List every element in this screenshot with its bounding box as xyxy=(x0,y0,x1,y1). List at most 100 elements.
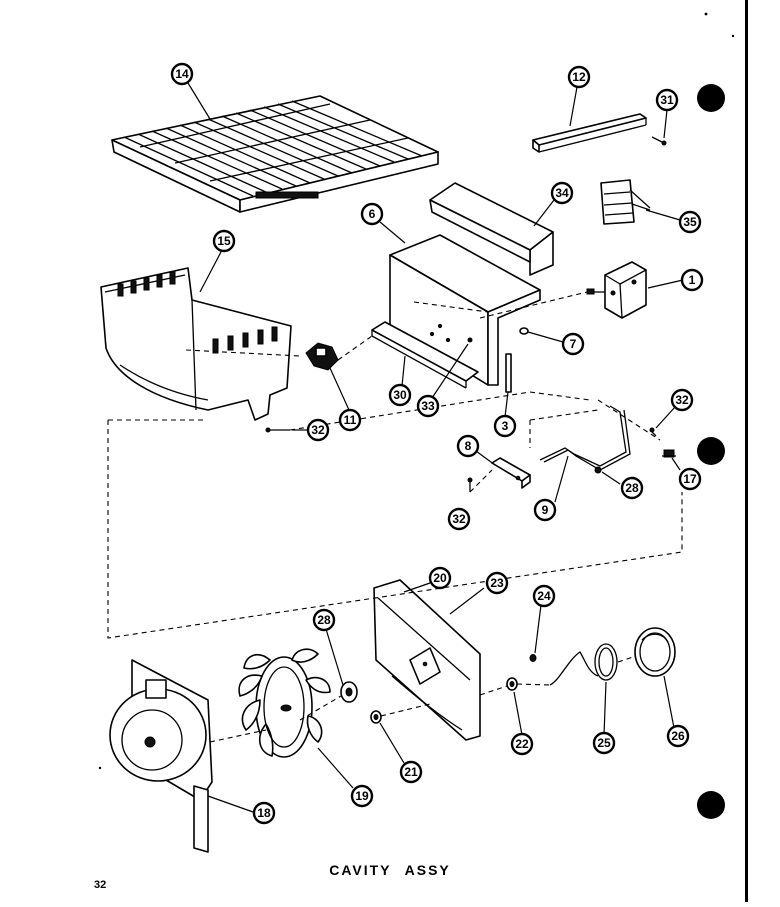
part-cavity-box xyxy=(371,234,541,389)
part-clip xyxy=(600,179,651,225)
callout-19-label: 19 xyxy=(355,789,369,803)
callout-8: 8 xyxy=(456,434,480,458)
callout-15-label: 15 xyxy=(217,234,231,248)
callout-32-left-label: 32 xyxy=(311,423,325,437)
callout-17-label: 17 xyxy=(683,472,697,486)
callout-7: 7 xyxy=(561,332,585,356)
part-screw-32-center xyxy=(467,477,473,492)
part-screw-31 xyxy=(651,136,667,146)
page-edge-line xyxy=(745,0,748,902)
callout-32-right: 32 xyxy=(670,388,694,412)
callout-1-label: 1 xyxy=(689,273,696,287)
callout-3-label: 3 xyxy=(502,419,509,433)
alignment-lines xyxy=(107,291,683,743)
callout-21: 21 xyxy=(399,760,423,784)
callout-20: 20 xyxy=(428,566,452,590)
callout-9: 9 xyxy=(533,498,557,522)
speck-dot xyxy=(98,766,102,770)
part-wire-harness xyxy=(549,643,618,686)
callout-7-label: 7 xyxy=(570,337,577,351)
callout-14: 14 xyxy=(170,62,194,86)
callout-14-label: 14 xyxy=(175,67,189,81)
part-fan-blade xyxy=(238,648,331,758)
callout-24-label: 24 xyxy=(537,589,551,603)
callout-23: 23 xyxy=(485,571,509,595)
callout-32-right-label: 32 xyxy=(675,393,689,407)
callout-12-label: 12 xyxy=(572,70,586,84)
part-shelf-grid xyxy=(111,95,439,213)
part-evaporator-cover xyxy=(100,267,292,421)
part-nut-24 xyxy=(529,654,537,662)
part-motor xyxy=(586,261,647,319)
callout-26: 26 xyxy=(666,724,690,748)
binder-hole-top xyxy=(697,84,725,112)
part-washer-28-lower xyxy=(340,681,358,703)
callout-26-label: 26 xyxy=(671,729,685,743)
callout-6-label: 6 xyxy=(369,207,376,221)
callout-31: 31 xyxy=(655,88,679,112)
callout-35-label: 35 xyxy=(683,215,697,229)
callout-15: 15 xyxy=(212,229,236,253)
callout-22-label: 22 xyxy=(515,737,529,751)
part-washer-21 xyxy=(370,710,382,724)
part-heater-wire xyxy=(539,405,631,471)
part-screw-32-right xyxy=(649,427,657,437)
part-strip xyxy=(505,353,512,393)
speck-dot xyxy=(731,34,735,38)
callout-25-label: 25 xyxy=(597,736,611,750)
callout-33: 33 xyxy=(416,394,440,418)
callout-28-upper: 28 xyxy=(620,476,644,500)
part-bracket xyxy=(429,182,554,276)
callout-3: 3 xyxy=(493,414,517,438)
part-screw-32-left xyxy=(265,427,290,433)
part-bolt-28 xyxy=(594,466,602,474)
callout-20-label: 20 xyxy=(433,571,447,585)
part-washer-7 xyxy=(519,327,529,335)
callout-6: 6 xyxy=(360,202,384,226)
callout-28-lower-label: 28 xyxy=(317,613,331,627)
callout-9-label: 9 xyxy=(542,503,549,517)
speck-dot xyxy=(704,12,708,16)
leader-lines xyxy=(187,82,684,813)
callout-18-label: 18 xyxy=(257,806,271,820)
diagram-title: CAVITY ASSY xyxy=(329,862,451,878)
callout-8-label: 8 xyxy=(465,439,472,453)
callout-33-label: 33 xyxy=(421,399,435,413)
callout-28-upper-label: 28 xyxy=(625,481,639,495)
binder-hole-middle xyxy=(697,437,725,465)
part-motor-cap xyxy=(634,627,676,677)
callout-32-center: 32 xyxy=(447,507,471,531)
callout-12: 12 xyxy=(567,65,591,89)
part-connector xyxy=(305,342,339,371)
callout-30-label: 30 xyxy=(393,388,407,402)
callout-11-label: 11 xyxy=(344,413,357,427)
callout-11: 11 xyxy=(338,408,362,432)
callout-32-left: 32 xyxy=(306,418,330,442)
part-fan-shroud-plate xyxy=(373,579,481,741)
callout-35: 35 xyxy=(678,210,702,234)
callout-23-label: 23 xyxy=(490,576,504,590)
callout-30: 30 xyxy=(388,383,412,407)
callout-1: 1 xyxy=(680,268,704,292)
callout-24: 24 xyxy=(532,584,556,608)
callout-18: 18 xyxy=(252,801,276,825)
callout-17: 17 xyxy=(678,467,702,491)
part-rail xyxy=(532,113,647,153)
part-blower-housing xyxy=(109,659,213,853)
part-mount-bracket xyxy=(491,457,531,489)
callout-32-center-label: 32 xyxy=(452,512,466,526)
page-number: 32 xyxy=(94,879,107,891)
callout-34-label: 34 xyxy=(555,186,569,200)
callouts: 14 12 31 6 34 35 15 1 7 11 30 33 3 32 32… xyxy=(170,62,704,825)
callout-21-label: 21 xyxy=(404,765,418,779)
callout-34: 34 xyxy=(550,181,574,205)
callout-31-label: 31 xyxy=(660,93,674,107)
callout-28-lower: 28 xyxy=(312,608,336,632)
callout-25: 25 xyxy=(592,731,616,755)
part-washer-22 xyxy=(506,677,518,691)
binder-hole-bottom xyxy=(697,791,725,819)
callout-22: 22 xyxy=(510,732,534,756)
callout-19: 19 xyxy=(350,784,374,808)
